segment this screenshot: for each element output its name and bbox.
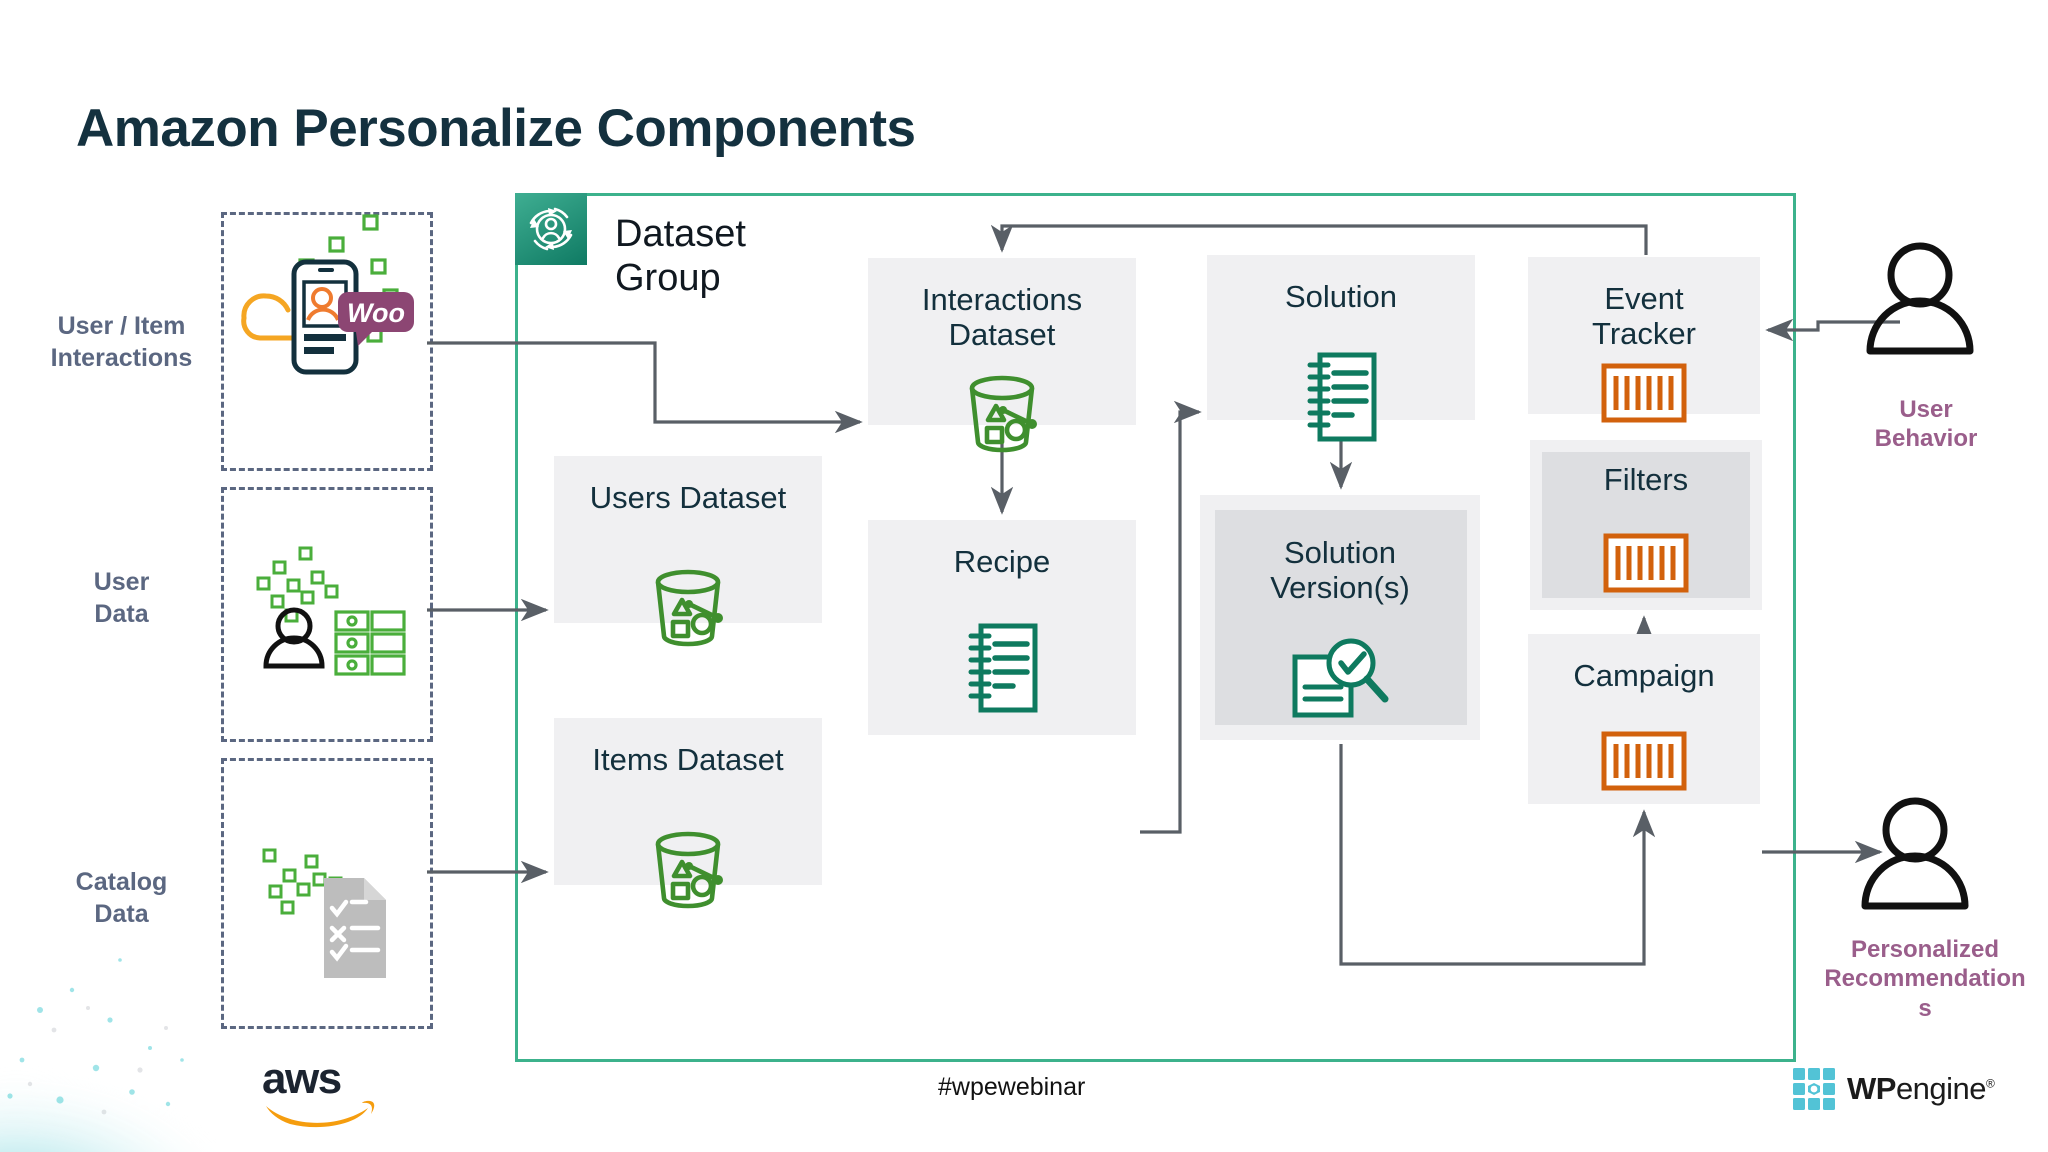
node-label: Solution Version(s) (1270, 535, 1410, 606)
node-campaign[interactable]: Campaign (1528, 634, 1760, 804)
node-label: Recipe (953, 544, 1051, 579)
node-event-tracker[interactable]: Event Tracker (1528, 257, 1760, 423)
person-icon (1866, 242, 1974, 355)
node-label: Items Dataset (592, 742, 784, 777)
wpengine-logo: WPengine® (1793, 1068, 1995, 1110)
node-label: Campaign (1573, 658, 1715, 693)
source-box-user-data (221, 487, 433, 742)
node-solution-versions[interactable]: Solution Version(s) (1200, 495, 1480, 740)
wpengine-trademark: ® (1986, 1076, 1995, 1091)
page-title: Amazon Personalize Components (76, 99, 916, 158)
actor-label-user-behavior: User Behavior (1874, 396, 1978, 453)
node-recipe[interactable]: Recipe (868, 520, 1136, 735)
node-solution[interactable]: Solution (1207, 255, 1475, 442)
node-label: Interactions Dataset (921, 282, 1083, 353)
wpengine-wordmark-bold: WP (1847, 1071, 1896, 1106)
dataset-group-title: Dataset Group (615, 213, 746, 300)
dataset-bucket-icon (868, 366, 1136, 462)
webinar-hashtag: #wpewebinar (938, 1073, 1086, 1101)
wpengine-wordmark: WPengine® (1847, 1071, 1995, 1107)
amazon-smile-icon (266, 1100, 375, 1127)
source-label-catalog-data: Catalog Data (75, 868, 168, 928)
source-box-catalog-data (221, 758, 433, 1029)
source-label-user-item-interactions: User / Item Interactions (50, 312, 193, 372)
splash-icon (0, 958, 240, 1152)
source-label-user-data: User Data (93, 568, 150, 628)
document-search-check-icon (1200, 631, 1480, 727)
node-items-dataset[interactable]: Items Dataset (554, 718, 822, 909)
wpengine-wordmark-light: engine (1895, 1071, 1987, 1106)
source-box-user-item-interactions (221, 212, 433, 471)
node-label: Users Dataset (589, 480, 787, 515)
node-label: Solution (1284, 279, 1398, 314)
barcode-icon (1528, 730, 1760, 792)
barcode-icon (1530, 532, 1762, 594)
node-filters[interactable]: Filters (1530, 440, 1762, 610)
dataset-bucket-icon (554, 560, 822, 656)
node-label: Event Tracker (1592, 281, 1696, 352)
dataset-group-container (515, 193, 1796, 1062)
wpengine-grid-icon (1793, 1068, 1835, 1110)
notebook-icon (868, 618, 1136, 718)
node-label: Filters (1603, 462, 1689, 497)
personalize-user-refresh-icon (515, 193, 587, 265)
barcode-icon (1528, 362, 1760, 424)
person-icon (1861, 797, 1969, 910)
actor-label-personalized-recommendations: Personalized Recommendation s (1824, 936, 2026, 1022)
dataset-bucket-icon (554, 822, 822, 918)
node-interactions-dataset[interactable]: Interactions Dataset (868, 258, 1136, 453)
aws-logo: aws (262, 1054, 392, 1128)
notebook-icon (1207, 347, 1475, 447)
node-users-dataset[interactable]: Users Dataset (554, 456, 822, 647)
aws-wordmark: aws (262, 1054, 342, 1103)
